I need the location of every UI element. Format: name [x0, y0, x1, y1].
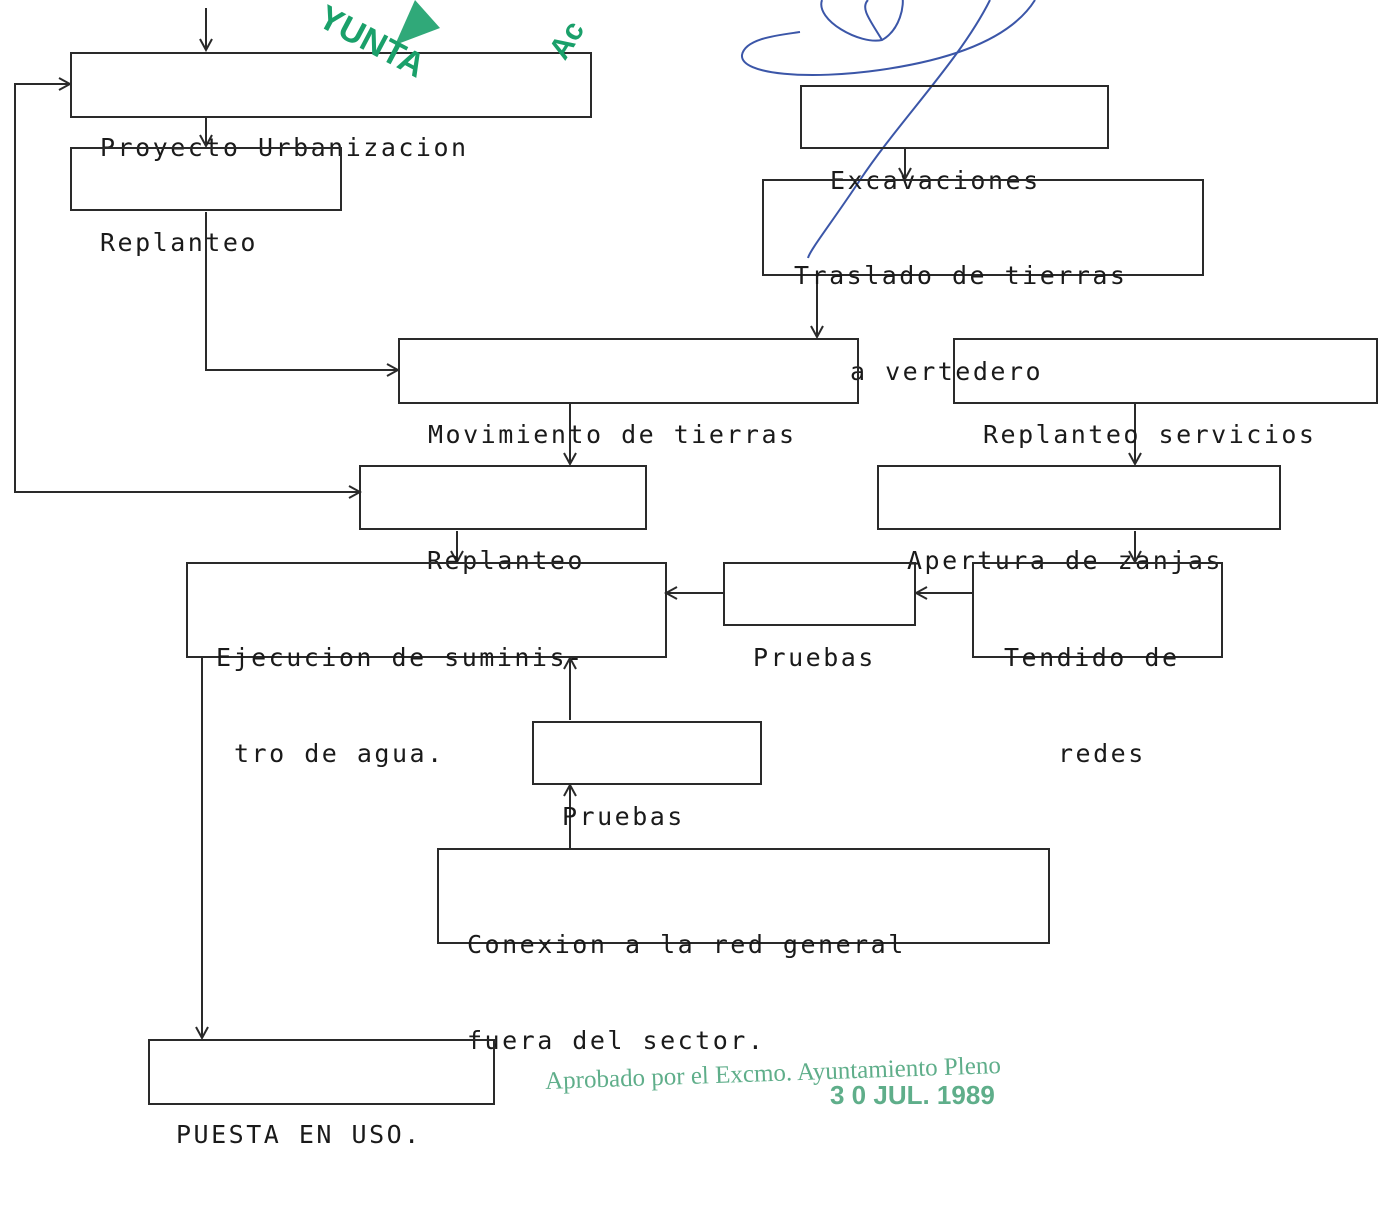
box-excavaciones: Excavaciones	[800, 85, 1109, 195]
approval-stamp-date: 3 0 JUL. 1989	[830, 1080, 995, 1110]
box-apertura-zanjas: Apertura de zanjas	[877, 465, 1281, 575]
box-replanteo-servicios: Replanteo servicios	[953, 338, 1378, 449]
label-traslado-line2: a vertedero	[850, 357, 1044, 386]
seal-arc	[395, 0, 440, 45]
label-replanteo-1: Replanteo	[100, 228, 258, 257]
label-ejecucion-line1: Ejecucion de suminis-	[216, 643, 585, 672]
label-pruebas-2: Pruebas	[562, 802, 685, 831]
box-movimiento-tierras: Movimiento de tierras	[398, 338, 859, 449]
label-ejecucion-line2: tro de agua.	[234, 739, 445, 768]
box-replanteo-2: Replanteo	[359, 465, 647, 575]
box-puesta-en-uso: PUESTA EN USO.	[148, 1039, 495, 1149]
label-puesta-en-uso: PUESTA EN USO.	[176, 1120, 422, 1149]
label-replanteo-servicios: Replanteo servicios	[983, 420, 1317, 449]
label-tendido-line1: Tendido de	[1004, 643, 1180, 672]
box-replanteo-1: Replanteo	[70, 147, 342, 257]
label-traslado-line1: Traslado de tierras	[794, 261, 1128, 290]
box-proyecto-urbanizacion: Proyecto Urbanizacion	[70, 52, 592, 162]
signature-scribble	[740, 0, 1036, 259]
flowchart-page: Proyecto Urbanizacion Replanteo Excavaci…	[14, 0, 1383, 1149]
box-conexion-red: Conexion a la red general fuera del sect…	[437, 848, 1050, 1055]
label-conexion-line2: fuera del sector.	[467, 1026, 766, 1055]
label-tendido-line2: redes	[1058, 739, 1146, 768]
label-replanteo-2: Replanteo	[427, 546, 585, 575]
box-traslado-tierras: Traslado de tierras a vertedero	[762, 179, 1204, 386]
box-tendido-redes: Tendido de redes	[972, 562, 1223, 768]
label-conexion-line1: Conexion a la red general	[467, 930, 906, 959]
label-pruebas-1: Pruebas	[753, 643, 876, 672]
label-apertura-zanjas: Apertura de zanjas	[907, 546, 1223, 575]
box-pruebas-1: Pruebas	[723, 562, 916, 672]
arrow-replanteo-movimiento	[205, 212, 398, 370]
box-ejecucion-suministro: Ejecucion de suminis- tro de agua.	[186, 562, 667, 768]
connector-lines	[14, 0, 1383, 1111]
box-pruebas-2: Pruebas	[532, 721, 762, 831]
label-movimiento-tierras: Movimiento de tierras	[428, 420, 797, 449]
